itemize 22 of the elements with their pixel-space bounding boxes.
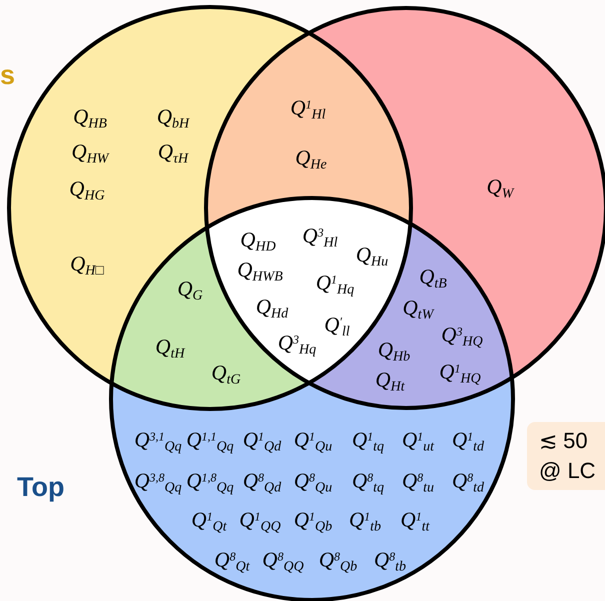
- operator-label: Q$_{τH}$: [158, 142, 188, 162]
- operator-label: Q$_{HW}$: [72, 142, 108, 162]
- set-heading: s: [0, 62, 16, 89]
- operator-label: Q$_{He}$: [295, 148, 327, 168]
- operator-label: Q$_{HD}$: [240, 230, 276, 250]
- operator-label: Q$_{HWB}$: [237, 260, 283, 280]
- operator-label: Q$_{HG}$: [69, 178, 105, 200]
- operator-label: Q$_{tH}$: [155, 336, 185, 358]
- operator-label: Q$_{HB}$: [73, 106, 107, 128]
- operator-label: Q$_{Ht}$: [375, 370, 405, 390]
- set-heading: Top: [17, 474, 64, 501]
- operator-label: Q$_{bH}$: [156, 106, 190, 128]
- note-box: ≲ 50 @ LC: [527, 422, 605, 490]
- operator-label: Q$_{Hu}$: [356, 244, 388, 266]
- operator-label: Q$_{G}$: [177, 278, 203, 300]
- operator-label: Q$_{tG}$: [211, 362, 241, 384]
- operator-label: Q$_{Hd}$: [256, 296, 288, 318]
- operator-label: Q$_{Hb}$: [378, 340, 410, 360]
- operator-label: Q$_{tB}$: [419, 266, 447, 288]
- operator-label: Q$_{W}$: [486, 176, 514, 198]
- operator-label: Q$_{H□}$: [70, 254, 104, 274]
- operator-label: Q$_{tW}$: [402, 298, 434, 318]
